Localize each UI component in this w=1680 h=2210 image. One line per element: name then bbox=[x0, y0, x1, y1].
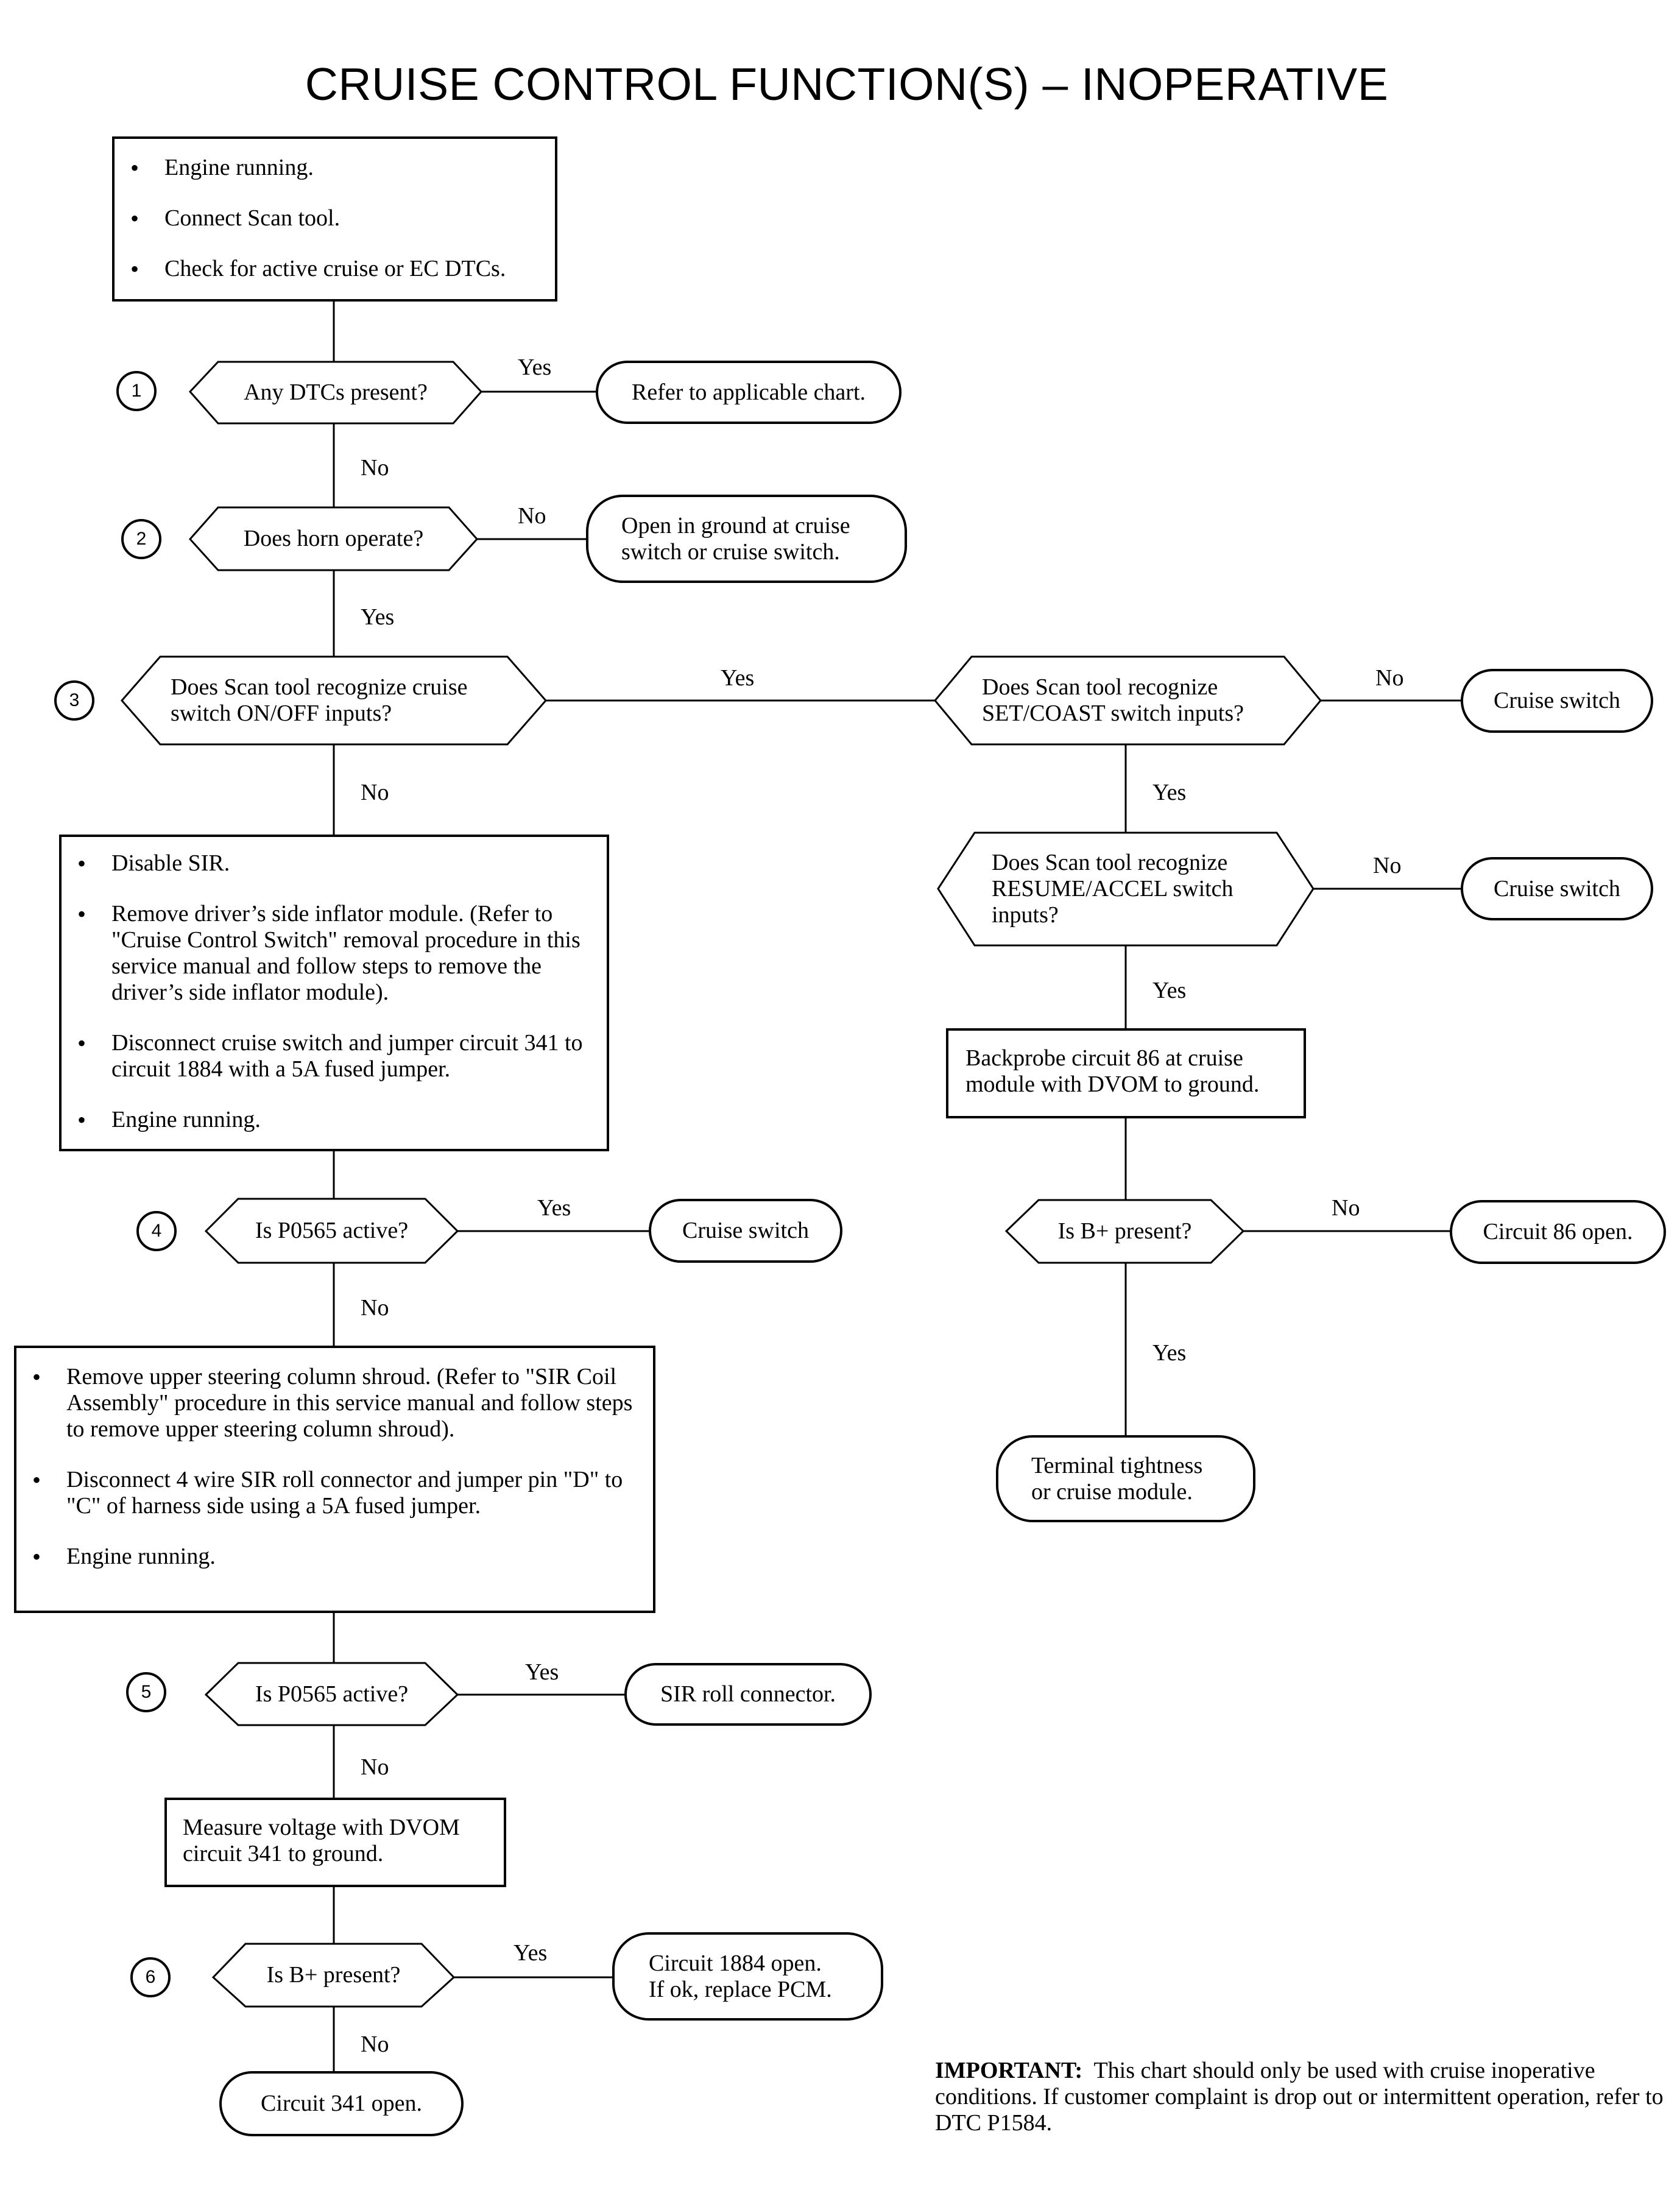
decision-shape-4 bbox=[204, 1198, 459, 1264]
step-number-4: 4 bbox=[136, 1211, 177, 1251]
terminal-cruise-switch-set-coast: Cruise switch bbox=[1461, 669, 1653, 733]
branch-label-yes: Yes bbox=[361, 604, 395, 630]
procedure-step: Disconnect 4 wire SIR roll connector and… bbox=[16, 1467, 643, 1519]
step-number-6: 6 bbox=[130, 1957, 171, 1997]
procedure-step: Disconnect cruise switch and jumper circ… bbox=[62, 1030, 597, 1082]
disable-sir-procedure-box: Disable SIR. Remove driver’s side inflat… bbox=[59, 835, 609, 1151]
branch-label-yes: Yes bbox=[525, 1659, 559, 1685]
step-number-5: 5 bbox=[126, 1672, 166, 1712]
branch-label-no: No bbox=[1375, 665, 1404, 691]
branch-label-yes: Yes bbox=[514, 1940, 548, 1966]
terminal-circuit-341-open: Circuit 341 open. bbox=[219, 2071, 464, 2136]
decision-horn-operate: Does horn operate? bbox=[243, 526, 424, 551]
procedure-step: Engine running. bbox=[115, 155, 543, 181]
decision-shape-3d bbox=[1004, 1199, 1245, 1264]
terminal-cruise-switch-p0565: Cruise switch bbox=[649, 1199, 842, 1263]
terminal-open-in-ground: Open in ground at cruise switch or cruis… bbox=[586, 495, 907, 583]
decision-b-plus-present-86: Is B+ present? bbox=[1057, 1218, 1192, 1244]
decision-set-coast-inputs: Does Scan tool recognize SET/COAST switc… bbox=[982, 674, 1244, 726]
branch-label-yes: Yes bbox=[518, 355, 552, 380]
decision-dtcs-present: Any DTCs present? bbox=[244, 380, 428, 405]
decision-shape-6 bbox=[211, 1943, 456, 2008]
decision-shape-3 bbox=[121, 655, 547, 746]
terminal-refer-applicable-chart: Refer to applicable chart. bbox=[596, 361, 902, 424]
decision-on-off-inputs: Does Scan tool recognize cruise switch O… bbox=[171, 674, 468, 726]
step-number-1: 1 bbox=[116, 371, 157, 411]
backprobe-text: Backprobe circuit 86 at cruise module wi… bbox=[965, 1045, 1260, 1097]
branch-label-no: No bbox=[1332, 1195, 1360, 1221]
decision-shape-2 bbox=[188, 506, 479, 571]
procedure-step: Connect Scan tool. bbox=[115, 205, 543, 231]
terminal-sir-roll-connector: SIR roll connector. bbox=[624, 1663, 872, 1726]
branch-label-no: No bbox=[361, 2032, 389, 2057]
page-title: CRUISE CONTROL FUNCTION(S) – INOPERATIVE bbox=[305, 58, 1389, 110]
decision-resume-accel-inputs: Does Scan tool recognize RESUME/ACCEL sw… bbox=[992, 850, 1234, 928]
measure-voltage-text: Measure voltage with DVOM circuit 341 to… bbox=[183, 1815, 460, 1866]
decision-shape-5 bbox=[204, 1662, 459, 1726]
procedure-step: Remove upper steering column shroud. (Re… bbox=[16, 1364, 643, 1442]
decision-b-plus-present-341: Is B+ present? bbox=[266, 1962, 401, 1988]
decision-p0565-active-1: Is P0565 active? bbox=[255, 1218, 409, 1243]
decision-p0565-active-2: Is P0565 active? bbox=[255, 1681, 409, 1707]
procedure-step: Disable SIR. bbox=[62, 850, 597, 877]
important-note-lead: IMPORTANT: bbox=[935, 2058, 1083, 2083]
branch-label-no: No bbox=[361, 455, 389, 481]
backprobe-circuit-86-box: Backprobe circuit 86 at cruise module wi… bbox=[946, 1028, 1306, 1118]
branch-label-yes: Yes bbox=[1152, 780, 1187, 805]
branch-label-yes: Yes bbox=[721, 665, 755, 691]
procedure-step: Engine running. bbox=[16, 1544, 643, 1570]
branch-label-yes: Yes bbox=[1152, 978, 1187, 1003]
important-note-text: This chart should only be used with crui… bbox=[935, 2058, 1664, 2136]
branch-label-yes: Yes bbox=[1152, 1340, 1187, 1366]
decision-shape-1 bbox=[188, 361, 483, 425]
branch-label-no: No bbox=[1373, 853, 1402, 878]
procedure-step: Remove driver’s side inflator module. (R… bbox=[62, 901, 597, 1006]
procedure-step: Check for active cruise or EC DTCs. bbox=[115, 256, 543, 282]
branch-label-no: No bbox=[361, 1754, 389, 1780]
procedure-step: Engine running. bbox=[62, 1107, 597, 1133]
terminal-cruise-switch-resume-accel: Cruise switch bbox=[1461, 857, 1653, 920]
step-number-2: 2 bbox=[121, 519, 161, 559]
step-number-3: 3 bbox=[54, 680, 94, 721]
terminal-terminal-tightness: Terminal tightness or cruise module. bbox=[996, 1435, 1255, 1522]
branch-label-no: No bbox=[361, 1295, 389, 1321]
terminal-circuit-1884-open: Circuit 1884 open. If ok, replace PCM. bbox=[612, 1932, 883, 2021]
branch-label-no: No bbox=[518, 503, 546, 529]
decision-shape-3c bbox=[937, 831, 1315, 947]
terminal-circuit-86-open: Circuit 86 open. bbox=[1450, 1200, 1666, 1264]
start-procedure-box: Engine running. Connect Scan tool. Check… bbox=[112, 136, 557, 302]
decision-shape-3b bbox=[934, 655, 1322, 746]
steering-shroud-procedure-box: Remove upper steering column shroud. (Re… bbox=[14, 1346, 655, 1613]
branch-label-yes: Yes bbox=[537, 1195, 571, 1221]
branch-label-no: No bbox=[361, 780, 389, 805]
measure-voltage-box: Measure voltage with DVOM circuit 341 to… bbox=[164, 1798, 506, 1887]
important-note: IMPORTANT: This chart should only be use… bbox=[935, 2058, 1672, 2136]
